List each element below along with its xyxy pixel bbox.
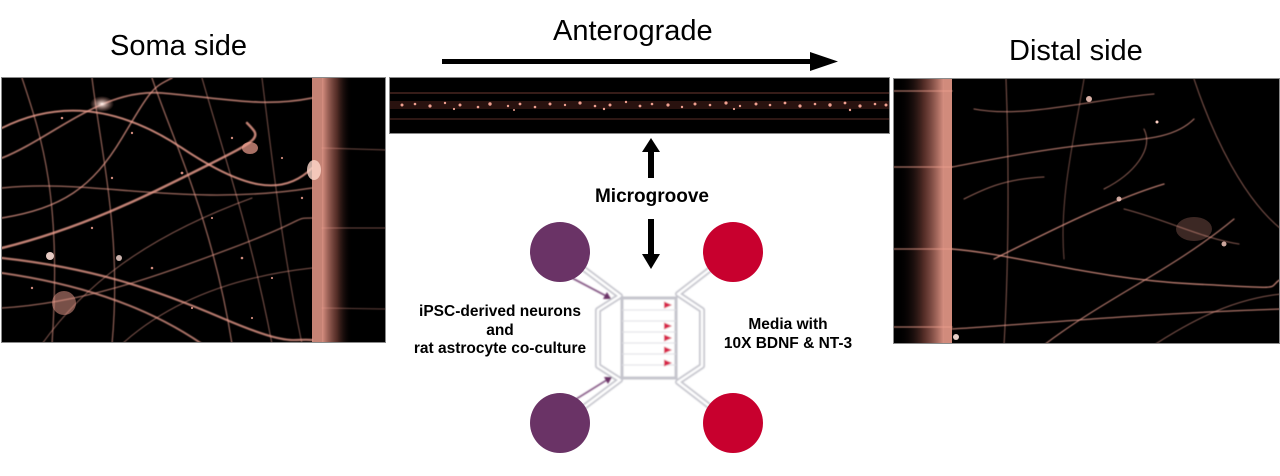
left-chamber-label-line3: rat astrocyte co-culture <box>413 340 587 358</box>
right-chamber-label-line2: 10X BDNF & NT-3 <box>723 334 853 352</box>
right-chamber-label: Media with 10X BDNF & NT-3 <box>708 316 868 353</box>
soma-well-bottom <box>530 393 590 453</box>
microfluidic-device-diagram <box>530 222 763 453</box>
microgroove-down-arrow-icon <box>642 219 660 269</box>
distal-well-bottom <box>703 393 763 453</box>
left-chamber-label: iPSC-derived neurons and rat astrocyte c… <box>386 303 614 359</box>
distal-side-micrograph <box>893 78 1280 344</box>
left-chamber-label-line2: and <box>486 321 514 339</box>
soma-well-top <box>530 222 590 282</box>
soma-side-micrograph <box>1 77 386 343</box>
right-chamber-label-line1: Media with <box>748 316 828 333</box>
distal-side-title: Distal side <box>1009 35 1143 67</box>
distal-well-top <box>703 222 763 282</box>
microgroove-micrograph <box>389 77 890 134</box>
left-chamber-label-line1: iPSC-derived neurons <box>419 303 581 320</box>
anterograde-arrow-icon <box>442 52 838 71</box>
anterograde-title: Anterograde <box>553 15 713 47</box>
microgroove-up-arrow-icon <box>642 138 660 178</box>
soma-side-title: Soma side <box>110 30 248 62</box>
microgroove-label: Microgroove <box>594 186 710 207</box>
